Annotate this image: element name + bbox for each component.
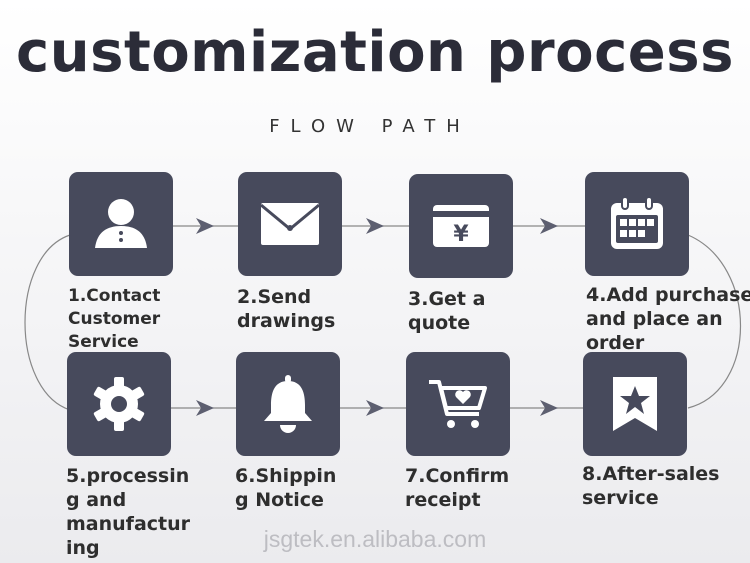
envelope-icon bbox=[260, 203, 320, 245]
step-2-box bbox=[238, 172, 342, 276]
watermark: jsgtek.en.alibaba.com bbox=[263, 526, 487, 552]
right-loop-connector bbox=[687, 234, 741, 409]
yen-card-icon: ¥ bbox=[433, 205, 489, 247]
star-bookmark-icon bbox=[613, 377, 657, 431]
step-1-box bbox=[69, 172, 173, 276]
person-icon bbox=[95, 199, 147, 248]
step-7-label: 7.Confirm receipt bbox=[405, 465, 510, 511]
svg-text:¥: ¥ bbox=[453, 222, 469, 247]
top-row-arrows bbox=[172, 218, 586, 234]
step-4-box bbox=[585, 172, 689, 276]
step-3-label: 3.Get a quote bbox=[408, 288, 486, 334]
step-3-box: ¥ bbox=[409, 174, 513, 278]
gear-icon bbox=[93, 377, 145, 431]
step-8-box bbox=[583, 352, 687, 456]
step-1-label: 1.Contact Customer Service bbox=[68, 286, 161, 352]
step-2-label: 2.Send drawings bbox=[237, 286, 336, 332]
cart-heart-icon bbox=[429, 380, 487, 428]
step-5-label: 5.processin g and manufactur ing bbox=[66, 465, 191, 559]
step-6-label: 6.Shippin g Notice bbox=[235, 465, 337, 511]
step-5-box bbox=[67, 352, 171, 456]
bell-icon bbox=[264, 375, 312, 433]
bottom-row-arrows bbox=[170, 400, 584, 416]
step-6-box bbox=[236, 352, 340, 456]
step-8-label: 8.After-sales service bbox=[582, 463, 720, 509]
calendar-icon bbox=[611, 196, 663, 249]
page-subtitle: FLOW PATH bbox=[269, 116, 471, 137]
step-4-label: 4.Add purchase and place an order bbox=[586, 284, 750, 354]
step-7-box bbox=[406, 352, 510, 456]
left-loop-connector bbox=[24, 234, 71, 411]
page-title: customization process bbox=[16, 20, 734, 85]
